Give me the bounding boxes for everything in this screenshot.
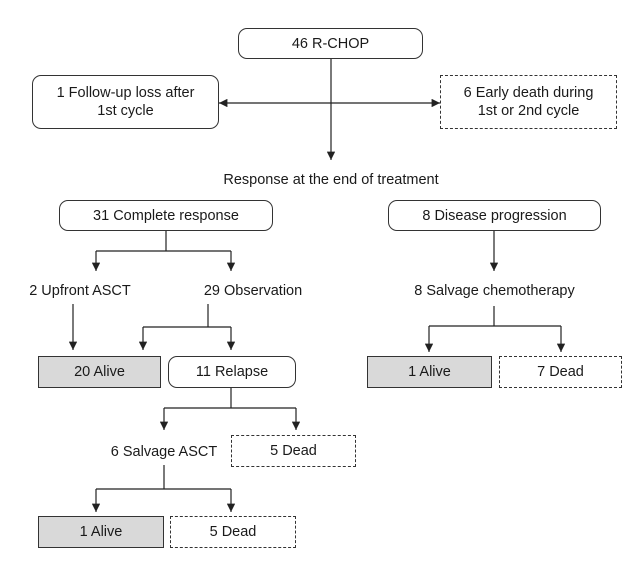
relapse-node: 11 Relapse <box>168 356 296 388</box>
upfront-asct-label: 2 Upfront ASCT <box>29 283 131 299</box>
salvage-asct-label: 6 Salvage ASCT <box>110 444 218 460</box>
alive-1-bottom-node: 1 Alive <box>38 516 164 548</box>
alive-1-right-node: 1 Alive <box>367 356 492 388</box>
dead-5-upper-node: 5 Dead <box>231 435 356 467</box>
complete-response-node: 31 Complete response <box>59 200 273 231</box>
salvage-chemo-label: 8 Salvage chemotherapy <box>414 283 575 299</box>
alive-20-node: 20 Alive <box>38 356 161 388</box>
early-death-node: 6 Early death during 1st or 2nd cycle <box>440 75 617 129</box>
start-node: 46 R-CHOP <box>238 28 423 59</box>
dead-7-node: 7 Dead <box>499 356 622 388</box>
disease-progression-node: 8 Disease progression <box>388 200 601 231</box>
dead-5-bottom-node: 5 Dead <box>170 516 296 548</box>
observation-label: 29 Observation <box>203 283 303 299</box>
followup-loss-node: 1 Follow-up loss after 1st cycle <box>32 75 219 129</box>
response-label: Response at the end of treatment <box>223 172 439 188</box>
